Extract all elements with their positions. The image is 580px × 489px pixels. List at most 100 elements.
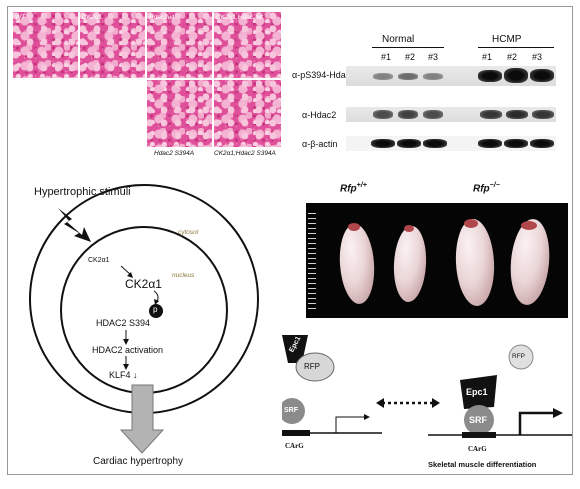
wb-group-hcmp-line bbox=[478, 47, 554, 48]
wb-blot-actin bbox=[346, 136, 556, 151]
epc1-model-diagram: Epc1 RFP SRF CArG RFP Epc1 SRF CArG Skel… bbox=[282, 325, 572, 474]
histology-image-ck2a1-hdac2-s394a bbox=[214, 80, 281, 147]
wb-blot-pS394 bbox=[346, 66, 556, 86]
srf-right-label: SRF bbox=[469, 415, 487, 425]
carg-right-label: CArG bbox=[468, 445, 487, 453]
wb-band bbox=[373, 73, 393, 80]
phospho-label: p bbox=[153, 305, 158, 314]
wb-band bbox=[423, 139, 447, 148]
nucleus-label: nucleus bbox=[172, 272, 195, 279]
kinase-cytosol-label: CK2α1 bbox=[88, 257, 110, 264]
wb-band bbox=[480, 110, 502, 119]
histology-label-ck2a1-hdac2-s394a: CK2α1;Hdac2 S394A bbox=[214, 150, 276, 157]
wb-band bbox=[423, 73, 443, 80]
srf-left-shape bbox=[282, 398, 305, 424]
promoter-left-line bbox=[335, 416, 364, 433]
wb-band bbox=[478, 139, 502, 148]
arrowhead-icon bbox=[123, 339, 129, 345]
promoter-left-arrowhead-icon bbox=[364, 414, 370, 420]
rfp-ko-label: Rfp−/− bbox=[473, 182, 500, 194]
wb-lane-4: #1 bbox=[482, 52, 493, 62]
wb-lane-1: #1 bbox=[381, 52, 392, 62]
wb-band bbox=[371, 139, 395, 148]
heart-atrium bbox=[404, 225, 414, 232]
pathway-shapes bbox=[29, 184, 259, 454]
srf-right-shape bbox=[464, 405, 494, 435]
wb-band bbox=[506, 110, 528, 119]
histology-image-hdac2wt bbox=[147, 12, 212, 78]
arrowhead-right-icon bbox=[432, 398, 440, 408]
heart-specimen bbox=[337, 222, 377, 306]
wb-group-hcmp: HCMP bbox=[492, 34, 522, 45]
wb-band bbox=[530, 139, 554, 148]
rfp-ko-text: Rfp bbox=[473, 183, 490, 195]
heart-specimen bbox=[507, 217, 553, 307]
arrowhead-icon bbox=[154, 299, 159, 305]
histology-label-hdac2wt: Hdac2wt bbox=[149, 14, 175, 21]
wb-band bbox=[478, 70, 502, 82]
wb-row-label-actin: α-β-actin bbox=[302, 139, 338, 149]
wb-band bbox=[398, 73, 418, 80]
wb-band bbox=[398, 110, 418, 119]
cytosol-label: cytosol bbox=[178, 229, 199, 236]
histology-label-wt: WT bbox=[15, 14, 26, 21]
wb-lane-3: #3 bbox=[428, 52, 439, 62]
wb-lane-2: #2 bbox=[405, 52, 416, 62]
wb-row-label-hdac2: α-Hdac2 bbox=[302, 110, 337, 120]
histology-label-hdac2-s394a: Hdac2 S394A bbox=[154, 150, 195, 157]
wb-group-normal-line bbox=[372, 47, 444, 48]
heart-specimen bbox=[453, 218, 497, 307]
promoter-right-arrowhead-icon bbox=[553, 408, 563, 418]
cell-membrane bbox=[29, 184, 259, 414]
wb-band bbox=[423, 110, 443, 119]
epc1-left-shape bbox=[282, 335, 308, 363]
ruler bbox=[308, 209, 316, 311]
wb-band bbox=[504, 139, 528, 148]
rfp-right-label: RFP bbox=[512, 353, 525, 360]
nucleus-membrane bbox=[60, 226, 228, 394]
rfp-wt-text: Rfp bbox=[340, 183, 357, 195]
model-caption: Skeletal muscle differentiation bbox=[428, 460, 537, 469]
western-blot-panel: Normal HCMP #1 #2 #3 #1 #2 #3 α-pS394-Hd… bbox=[292, 32, 568, 157]
outcome-arrow-icon bbox=[119, 384, 165, 454]
carg-left-label: CArG bbox=[285, 442, 304, 450]
arrowhead-left-icon bbox=[376, 398, 384, 408]
pathway-diagram: Hypertrophic stimuli cytosol nucleus CK2… bbox=[8, 175, 280, 474]
outcome-label: Cardiac hypertrophy bbox=[93, 456, 184, 467]
wb-lane-6: #3 bbox=[532, 52, 543, 62]
histology-label-ck2a1-hdac2wt: CK2α1;Hdac2wt bbox=[216, 14, 264, 21]
heart-atrium bbox=[521, 221, 537, 230]
wb-group-normal: Normal bbox=[382, 34, 415, 45]
stimulus-label: Hypertrophic stimuli bbox=[34, 186, 131, 198]
rfp-left-label: RFP bbox=[304, 362, 320, 371]
hearts-photo bbox=[306, 203, 568, 318]
wb-blot-hdac2 bbox=[346, 107, 556, 122]
arrowhead-icon bbox=[123, 364, 129, 370]
wb-band bbox=[397, 139, 421, 148]
histology-image-ck2a1 bbox=[80, 12, 145, 78]
rfp-right-shape bbox=[508, 344, 534, 370]
step-klf4: KLF4 ↓ bbox=[109, 370, 138, 380]
heart-specimen bbox=[392, 225, 428, 303]
step-hdac2-s394: HDAC2 S394 bbox=[96, 318, 151, 328]
srf-left-label: SRF bbox=[284, 407, 298, 414]
carg-left-box bbox=[282, 430, 310, 436]
wb-lane-5: #2 bbox=[507, 52, 518, 62]
lightning-icon bbox=[58, 208, 91, 242]
arrowhead-icon bbox=[127, 272, 133, 278]
heart-atrium bbox=[348, 223, 360, 231]
rfp-wt-superscript: +/+ bbox=[356, 182, 367, 189]
histology-image-ck2a1-hdac2wt bbox=[214, 12, 281, 78]
rfp-left-shape bbox=[295, 352, 335, 382]
wb-band bbox=[530, 69, 554, 82]
rfp-wt-label: Rfp+/+ bbox=[340, 182, 367, 194]
epc1-right-shape bbox=[460, 375, 497, 409]
kinase-nucleus-label: CK2α1 bbox=[125, 277, 162, 291]
heart-atrium bbox=[464, 219, 478, 228]
model-shapes bbox=[282, 335, 572, 438]
histology-image-wt bbox=[13, 12, 78, 78]
phospho-circle bbox=[149, 304, 163, 318]
rfp-ko-superscript: −/− bbox=[489, 182, 500, 189]
promoter-right-line bbox=[518, 411, 554, 435]
wb-band bbox=[504, 68, 528, 83]
